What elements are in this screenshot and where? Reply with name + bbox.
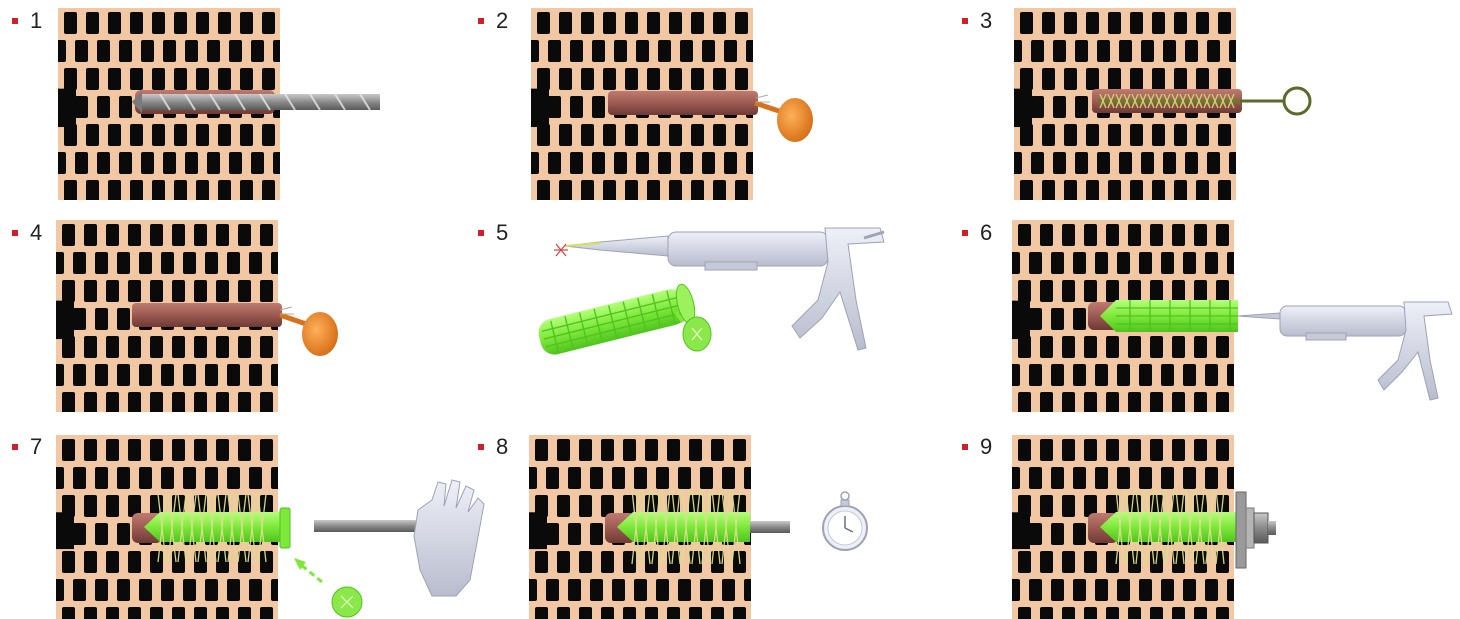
fixed-anchor-icon: [1088, 490, 1276, 568]
resin-injection-icon: [1088, 300, 1452, 400]
cleaning-brush-icon: [1092, 88, 1310, 114]
stopwatch-icon: [823, 492, 867, 550]
mesh-sleeve-icon: [535, 282, 711, 359]
cure-anchor-icon: [605, 490, 790, 564]
blow-pump-icon: [132, 303, 338, 356]
glove-icon: [414, 480, 484, 596]
anchor-rod-insert-icon: [132, 480, 484, 617]
sleeve-cap-icon: [676, 312, 711, 351]
cap-removal-arrow-icon: [294, 558, 362, 617]
blow-pump-icon: [608, 91, 813, 142]
drill-bit-icon: [132, 90, 380, 114]
